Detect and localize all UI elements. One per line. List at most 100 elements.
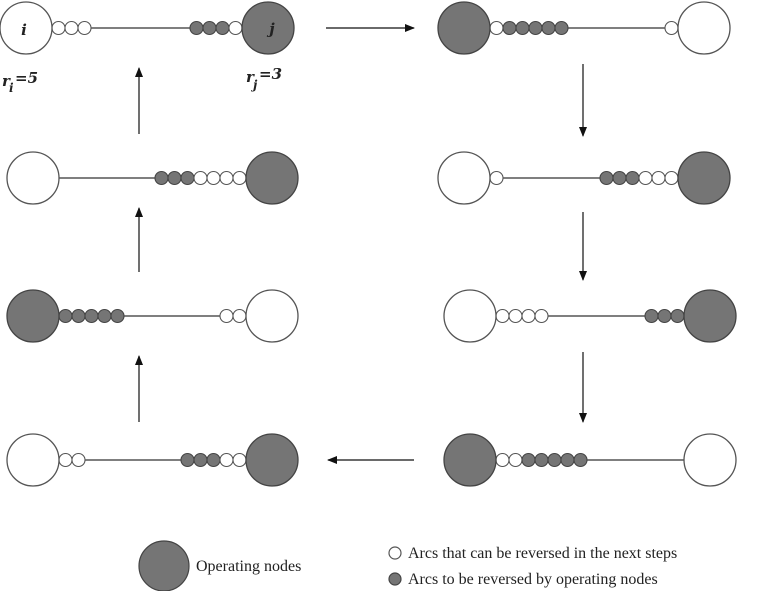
arc-reversible-later xyxy=(508,452,523,468)
arc-to-reverse xyxy=(167,170,182,186)
operating-node xyxy=(241,1,295,55)
arc-to-reverse xyxy=(193,452,208,468)
idle-node xyxy=(6,433,60,487)
rj-eq: =3 xyxy=(259,65,282,83)
transition-arrows xyxy=(135,24,587,464)
arc-reversible-later xyxy=(534,308,549,324)
state-graphs xyxy=(0,1,737,487)
arc-reversible-later xyxy=(664,170,679,186)
rj-annotation: r j =3 xyxy=(246,65,282,92)
state-graph-1 xyxy=(0,1,295,55)
arc-reversible-later xyxy=(219,170,234,186)
arc-reversible-later xyxy=(58,452,73,468)
idle-node xyxy=(0,1,53,55)
legend-gray-arc-swatch xyxy=(388,572,402,586)
rj-sub: j xyxy=(251,78,258,92)
arc-reversible-later xyxy=(193,170,208,186)
arc-to-reverse xyxy=(541,20,556,36)
rj-main: r xyxy=(246,68,255,86)
operating-node xyxy=(245,433,299,487)
arc-to-reverse xyxy=(612,170,627,186)
arc-reversible-later xyxy=(489,170,504,186)
arc-to-reverse xyxy=(625,170,640,186)
legend-white-arc-swatch xyxy=(388,546,402,560)
idle-node xyxy=(443,289,497,343)
arc-reversible-later xyxy=(232,170,247,186)
arc-reversible-later xyxy=(206,170,221,186)
arc-to-reverse xyxy=(515,20,530,36)
legend-gray-arcs-text: Arcs to be reversed by operating nodes xyxy=(408,571,658,588)
legend-white-arcs-text: Arcs that can be reversed in the next st… xyxy=(408,545,677,562)
arc-reversible-later xyxy=(664,20,679,36)
arc-reversible-later xyxy=(521,308,536,324)
state-graph-8 xyxy=(6,151,299,205)
operating-node xyxy=(245,151,299,205)
arc-reversible-later xyxy=(219,452,234,468)
arc-to-reverse xyxy=(521,452,536,468)
node-i-label: i xyxy=(21,21,27,39)
operating-node xyxy=(437,1,491,55)
idle-node xyxy=(6,151,60,205)
arc-to-reverse xyxy=(534,452,549,468)
arc-to-reverse xyxy=(215,20,230,36)
state-graph-5 xyxy=(443,433,737,487)
idle-node xyxy=(437,151,491,205)
arc-to-reverse xyxy=(560,452,575,468)
arc-to-reverse xyxy=(573,452,588,468)
arc-reversible-later xyxy=(495,308,510,324)
operating-node xyxy=(683,289,737,343)
ri-annotation: r i =5 xyxy=(2,69,38,95)
legend-operating-node-swatch xyxy=(138,540,190,591)
operating-node xyxy=(6,289,60,343)
arc-reversible-later xyxy=(232,452,247,468)
arc-to-reverse xyxy=(528,20,543,36)
operating-node xyxy=(677,151,731,205)
node-j-label: j xyxy=(266,20,275,38)
arc-to-reverse xyxy=(202,20,217,36)
arc-to-reverse xyxy=(71,308,86,324)
arc-reversible-later xyxy=(232,308,247,324)
arc-reversible-later xyxy=(77,20,92,36)
arc-to-reverse xyxy=(84,308,99,324)
arc-to-reverse xyxy=(189,20,204,36)
idle-node xyxy=(677,1,731,55)
arc-reversible-later xyxy=(219,308,234,324)
state-graph-4 xyxy=(443,289,737,343)
ri-eq: =5 xyxy=(15,69,38,87)
arc-reversible-later xyxy=(71,452,86,468)
arc-to-reverse xyxy=(657,308,672,324)
arc-reversible-later xyxy=(51,20,66,36)
arc-to-reverse xyxy=(547,452,562,468)
arc-to-reverse xyxy=(97,308,112,324)
operating-node xyxy=(443,433,497,487)
ri-sub: i xyxy=(9,81,14,95)
arc-to-reverse xyxy=(554,20,569,36)
legend-operating-nodes-text: Operating nodes xyxy=(196,558,301,575)
idle-node xyxy=(245,289,299,343)
arc-to-reverse xyxy=(180,170,195,186)
idle-node xyxy=(683,433,737,487)
state-graph-3 xyxy=(437,151,731,205)
arc-to-reverse xyxy=(58,308,73,324)
arc-reversible-later xyxy=(489,20,504,36)
state-graph-7 xyxy=(6,289,299,343)
arc-reversible-later xyxy=(228,20,243,36)
arc-to-reverse xyxy=(599,170,614,186)
arc-to-reverse xyxy=(644,308,659,324)
state-graph-2 xyxy=(437,1,731,55)
arc-to-reverse xyxy=(502,20,517,36)
ri-main: r xyxy=(2,72,11,90)
arc-to-reverse xyxy=(154,170,169,186)
arc-reversible-later xyxy=(638,170,653,186)
arc-to-reverse xyxy=(206,452,221,468)
legend: Operating nodes Arcs that can be reverse… xyxy=(138,540,677,591)
arc-reversible-later xyxy=(64,20,79,36)
arc-reversible-later xyxy=(495,452,510,468)
state-graph-6 xyxy=(6,433,299,487)
arc-to-reverse xyxy=(110,308,125,324)
arc-to-reverse xyxy=(180,452,195,468)
arc-to-reverse xyxy=(670,308,685,324)
arc-reversible-later xyxy=(508,308,523,324)
arc-reversible-later xyxy=(651,170,666,186)
